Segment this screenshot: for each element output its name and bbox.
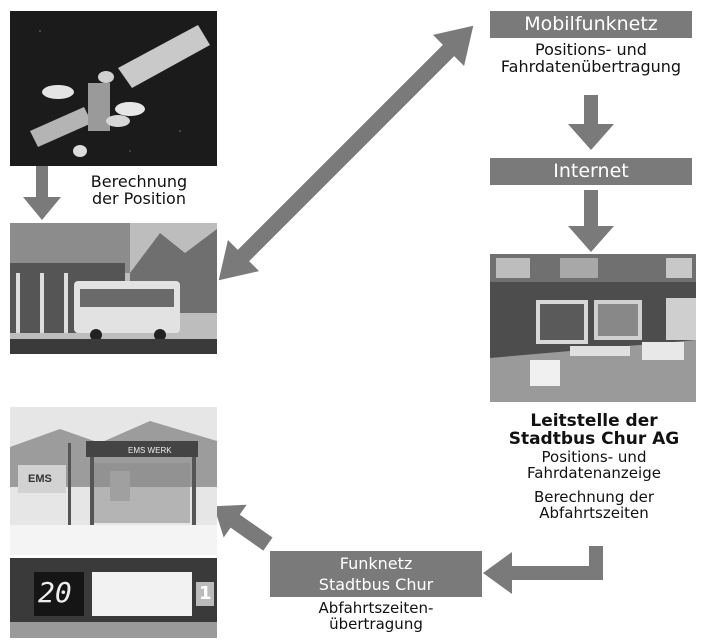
control-center-sub1-line2: Fahrdatenanzeige — [527, 463, 661, 482]
mobile-network-caption-line1: Positions- und — [535, 40, 647, 59]
bus-photo — [10, 223, 217, 354]
satellite-caption: Berechnung der Position — [64, 173, 214, 208]
display-platform: 1 — [199, 583, 212, 604]
shelter-sign-text: EMS WERK — [128, 446, 172, 455]
radio-network-title-line1: Funknetz — [339, 554, 413, 573]
display-info-area — [92, 572, 192, 616]
control-center-photo — [490, 254, 696, 402]
radio-network-box: Funknetz Stadtbus Chur — [270, 551, 482, 597]
departure-display-photo: 20 1 — [10, 558, 217, 638]
display-minutes: 20 — [38, 576, 72, 609]
arrow-radio-to-busstop — [213, 504, 273, 551]
control-center-title-line1: Leitstelle der — [530, 411, 658, 431]
display-panel — [34, 572, 84, 616]
arrow-mobile-to-internet — [568, 95, 614, 150]
control-center-sub2-line1: Berechnung der — [533, 488, 655, 507]
mobile-network-box: Mobilfunknetz — [490, 11, 692, 38]
mobile-network-caption: Positions- und Fahrdatenübertragung — [490, 41, 692, 76]
arrow-internet-to-control — [568, 190, 614, 252]
mobile-network-caption-line2: Fahrdatenübertragung — [500, 57, 682, 77]
satellite-caption-line2: der Position — [92, 189, 186, 209]
control-center-sub2-line2: Abfahrtszeiten — [539, 504, 649, 523]
internet-box: Internet — [490, 158, 692, 185]
mobile-network-title: Mobilfunknetz — [524, 13, 658, 35]
internet-title: Internet — [553, 160, 629, 182]
arrow-control-to-radio — [483, 546, 603, 594]
satellite-photo — [10, 11, 217, 166]
arrow-bus-mobile-network — [218, 25, 474, 281]
display-footer-strip — [10, 622, 217, 638]
radio-network-caption-line1: Abfahrtszeiten- — [318, 599, 434, 617]
building-sign-text: EMS — [28, 473, 52, 485]
bus-stop-photo: EMS EMS WERK — [10, 407, 217, 555]
control-center-title-line2: Stadtbus Chur AG — [508, 429, 680, 450]
radio-network-caption-line2: übertragung — [329, 615, 423, 634]
satellite-caption-line1: Berechnung — [90, 172, 188, 191]
display-platform-box — [196, 582, 214, 606]
arrow-satellite-to-bus — [23, 166, 61, 220]
control-center-sub1-line1: Positions- und — [541, 447, 647, 466]
radio-network-caption: Abfahrtszeiten- übertragung — [270, 599, 482, 634]
radio-network-title-line2: Stadtbus Chur — [318, 575, 434, 594]
control-center-caption: Leitstelle der Stadtbus Chur AG Position… — [490, 411, 698, 523]
